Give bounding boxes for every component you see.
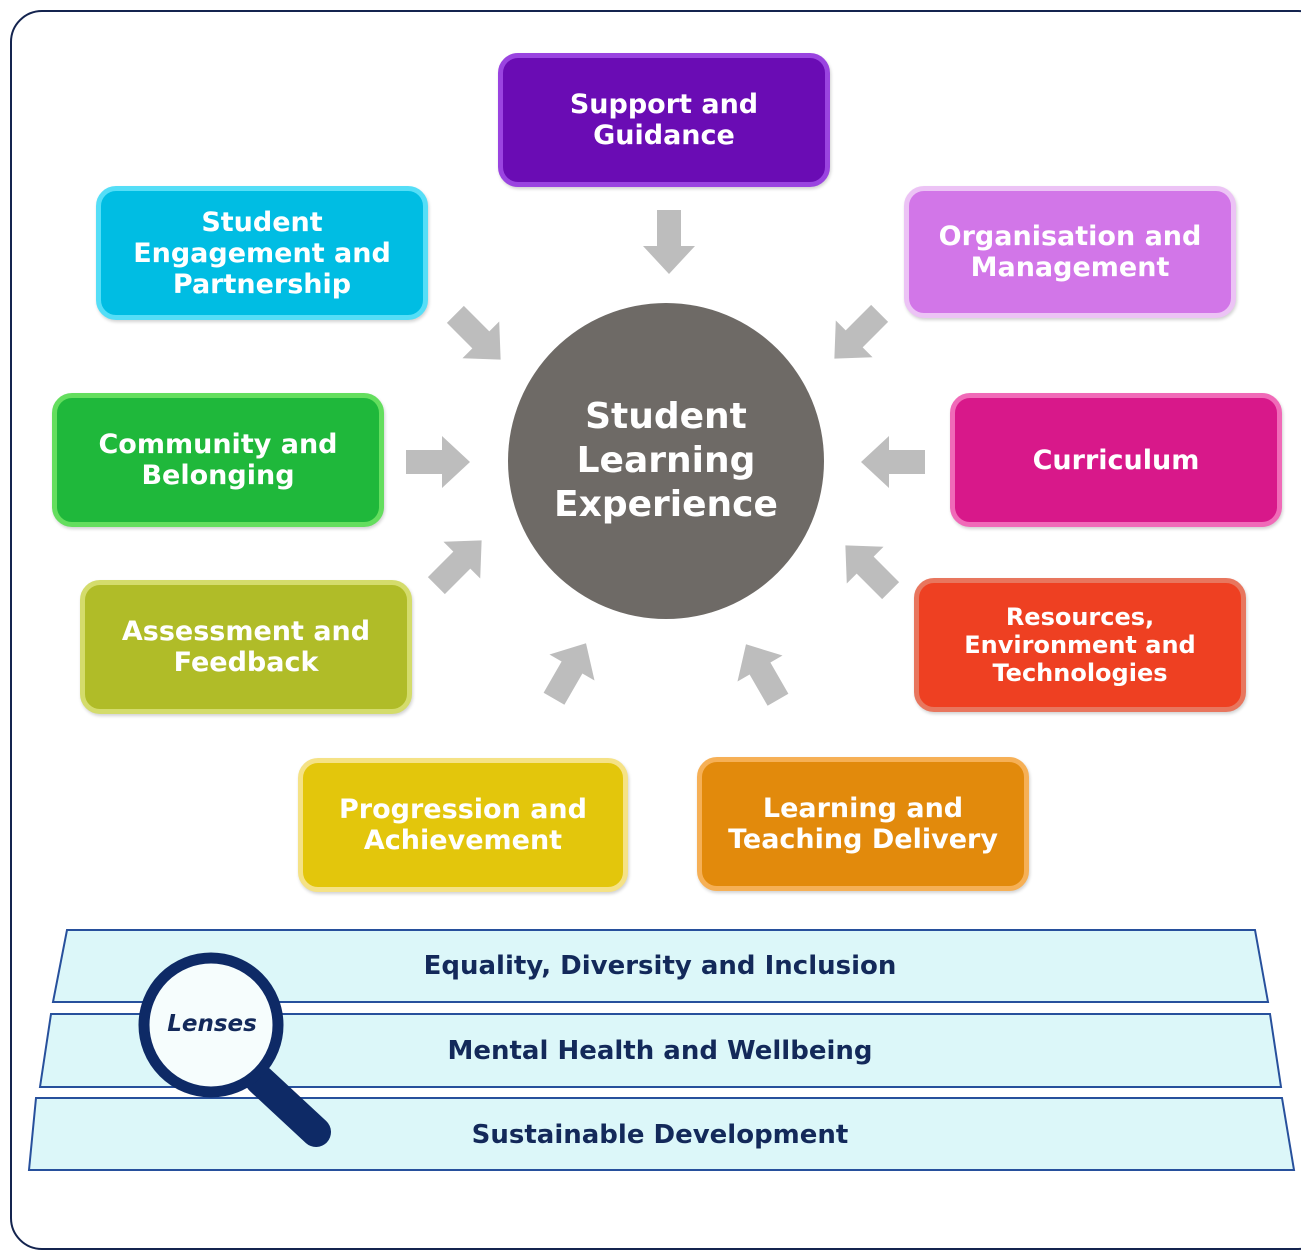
arrow-icon <box>861 436 925 488</box>
lens-band <box>38 1013 1283 1088</box>
theme-assessment-and-feedback: Assessment and Feedback <box>80 580 412 714</box>
theme-label: Community and Belonging <box>98 429 338 491</box>
theme-label: Learning and Teaching Delivery <box>728 793 998 855</box>
theme-label: Progression and Achievement <box>339 794 587 856</box>
theme-label: Curriculum <box>1032 444 1200 476</box>
lens-band-label: Equality, Diversity and Inclusion <box>423 951 897 981</box>
arrow-icon <box>406 436 470 488</box>
theme-label: Assessment and Feedback <box>121 616 371 678</box>
arrow-icon <box>543 643 595 705</box>
theme-label: Resources, Environment and Technologies <box>964 603 1196 687</box>
lens-band-label: Sustainable Development <box>471 1120 849 1150</box>
arrow-icon <box>427 540 482 595</box>
lens-band <box>27 1097 1296 1171</box>
lenses-label: Lenses <box>167 1011 257 1037</box>
lens-bands <box>27 929 1296 1171</box>
arrow-icon <box>643 210 695 274</box>
arrow-icon <box>446 305 501 360</box>
lens-band-label: Mental Health and Wellbeing <box>447 1036 873 1066</box>
theme-learning-and-teaching-delivery: Learning and Teaching Delivery <box>697 757 1029 891</box>
theme-label: Support and Guidance <box>569 89 759 151</box>
theme-label: Student Engagement and Partnership <box>133 206 391 300</box>
theme-resources-environment-technologies: Resources, Environment and Technologies <box>914 578 1246 712</box>
theme-community-and-belonging: Community and Belonging <box>52 393 384 527</box>
theme-label: Organisation and Management <box>938 221 1202 283</box>
center-hub: Student Learning Experience <box>508 303 824 619</box>
theme-progression-and-achievement: Progression and Achievement <box>298 758 628 892</box>
theme-organisation-and-management: Organisation and Management <box>904 186 1236 318</box>
theme-support-and-guidance: Support and Guidance <box>498 53 830 187</box>
theme-curriculum: Curriculum <box>950 393 1282 527</box>
lens-band <box>51 929 1270 1003</box>
center-label: Student Learning Experience <box>554 396 778 525</box>
diagram-overlay <box>27 210 1296 1171</box>
theme-student-engagement-and-partnership: Student Engagement and Partnership <box>96 186 428 320</box>
arrow-icon <box>845 545 900 600</box>
arrow-icon <box>737 644 789 706</box>
magnifier-icon <box>138 952 331 1147</box>
arrow-icon <box>834 304 889 359</box>
